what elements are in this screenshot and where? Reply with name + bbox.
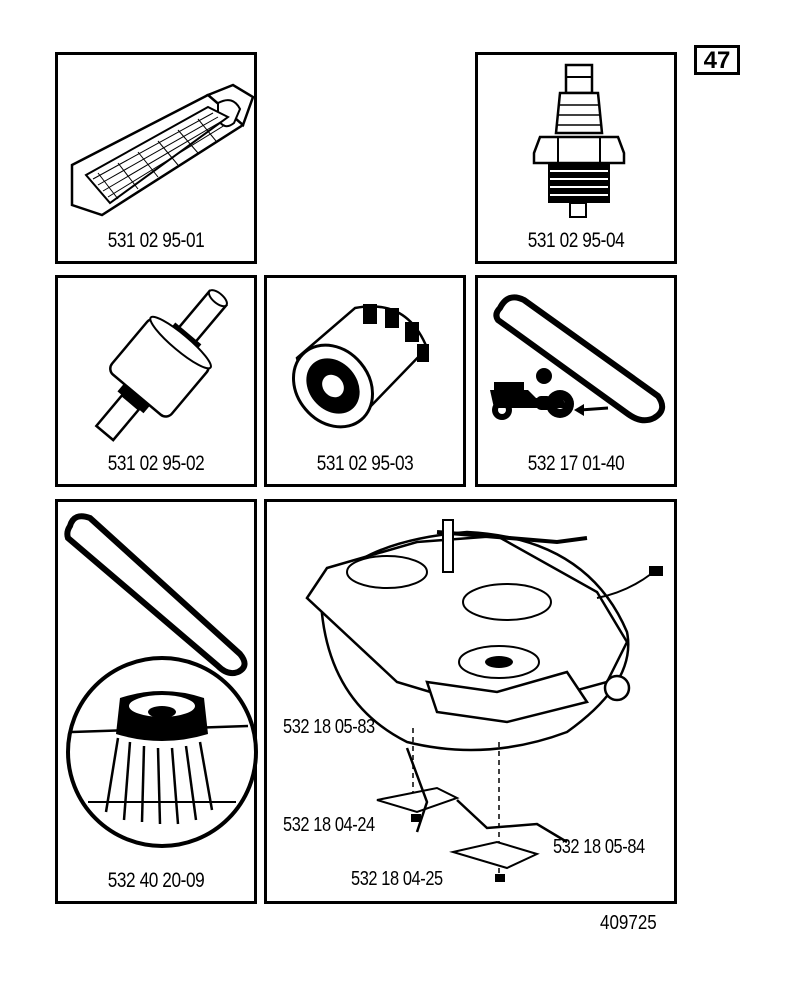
mower-deck-illustration	[305, 519, 663, 882]
belt-pulley-illustration	[64, 513, 258, 848]
callout-part-number: 532 18 05-84	[553, 836, 645, 858]
callout-part-number: 532 18 04-24	[283, 814, 375, 836]
part-number-label: 531 02 95-01	[107, 229, 205, 252]
callout-part-number: 532 18 05-83	[283, 716, 375, 738]
drive-belt-illustration	[490, 294, 666, 424]
air-filter-illustration	[70, 83, 255, 217]
part-number-label: 531 02 95-03	[316, 452, 414, 475]
panel-oil-filter: 531 02 95-03	[264, 275, 466, 487]
oil-filter-illustration	[291, 304, 429, 429]
tractor-icon	[490, 368, 574, 420]
panel-spark-plug: 531 02 95-04	[475, 52, 677, 264]
part-number-label: 532 40 20-09	[107, 869, 205, 892]
panel-drive-belt: 532 17 01-40	[475, 275, 677, 487]
panel-fuel-filter: 531 02 95-02	[55, 275, 257, 487]
arrow-left-icon	[574, 404, 609, 416]
fuel-filter-illustration	[94, 289, 229, 442]
part-number-label: 531 02 95-04	[527, 229, 625, 252]
spark-plug-illustration	[532, 63, 626, 218]
panel-mower-deck: 532 18 05-83 532 18 04-24 532 18 05-84 5…	[264, 499, 677, 904]
part-number-label: 532 17 01-40	[527, 452, 625, 475]
document-number: 409725	[600, 912, 657, 934]
panel-mower-belt-pulley: 532 40 20-09	[55, 499, 258, 904]
callout-part-number: 532 18 04-25	[351, 868, 443, 890]
part-number-label: 531 02 95-02	[107, 452, 205, 475]
panel-air-filter: 531 02 95-01	[55, 52, 257, 264]
page-number-box: 47	[694, 45, 740, 75]
